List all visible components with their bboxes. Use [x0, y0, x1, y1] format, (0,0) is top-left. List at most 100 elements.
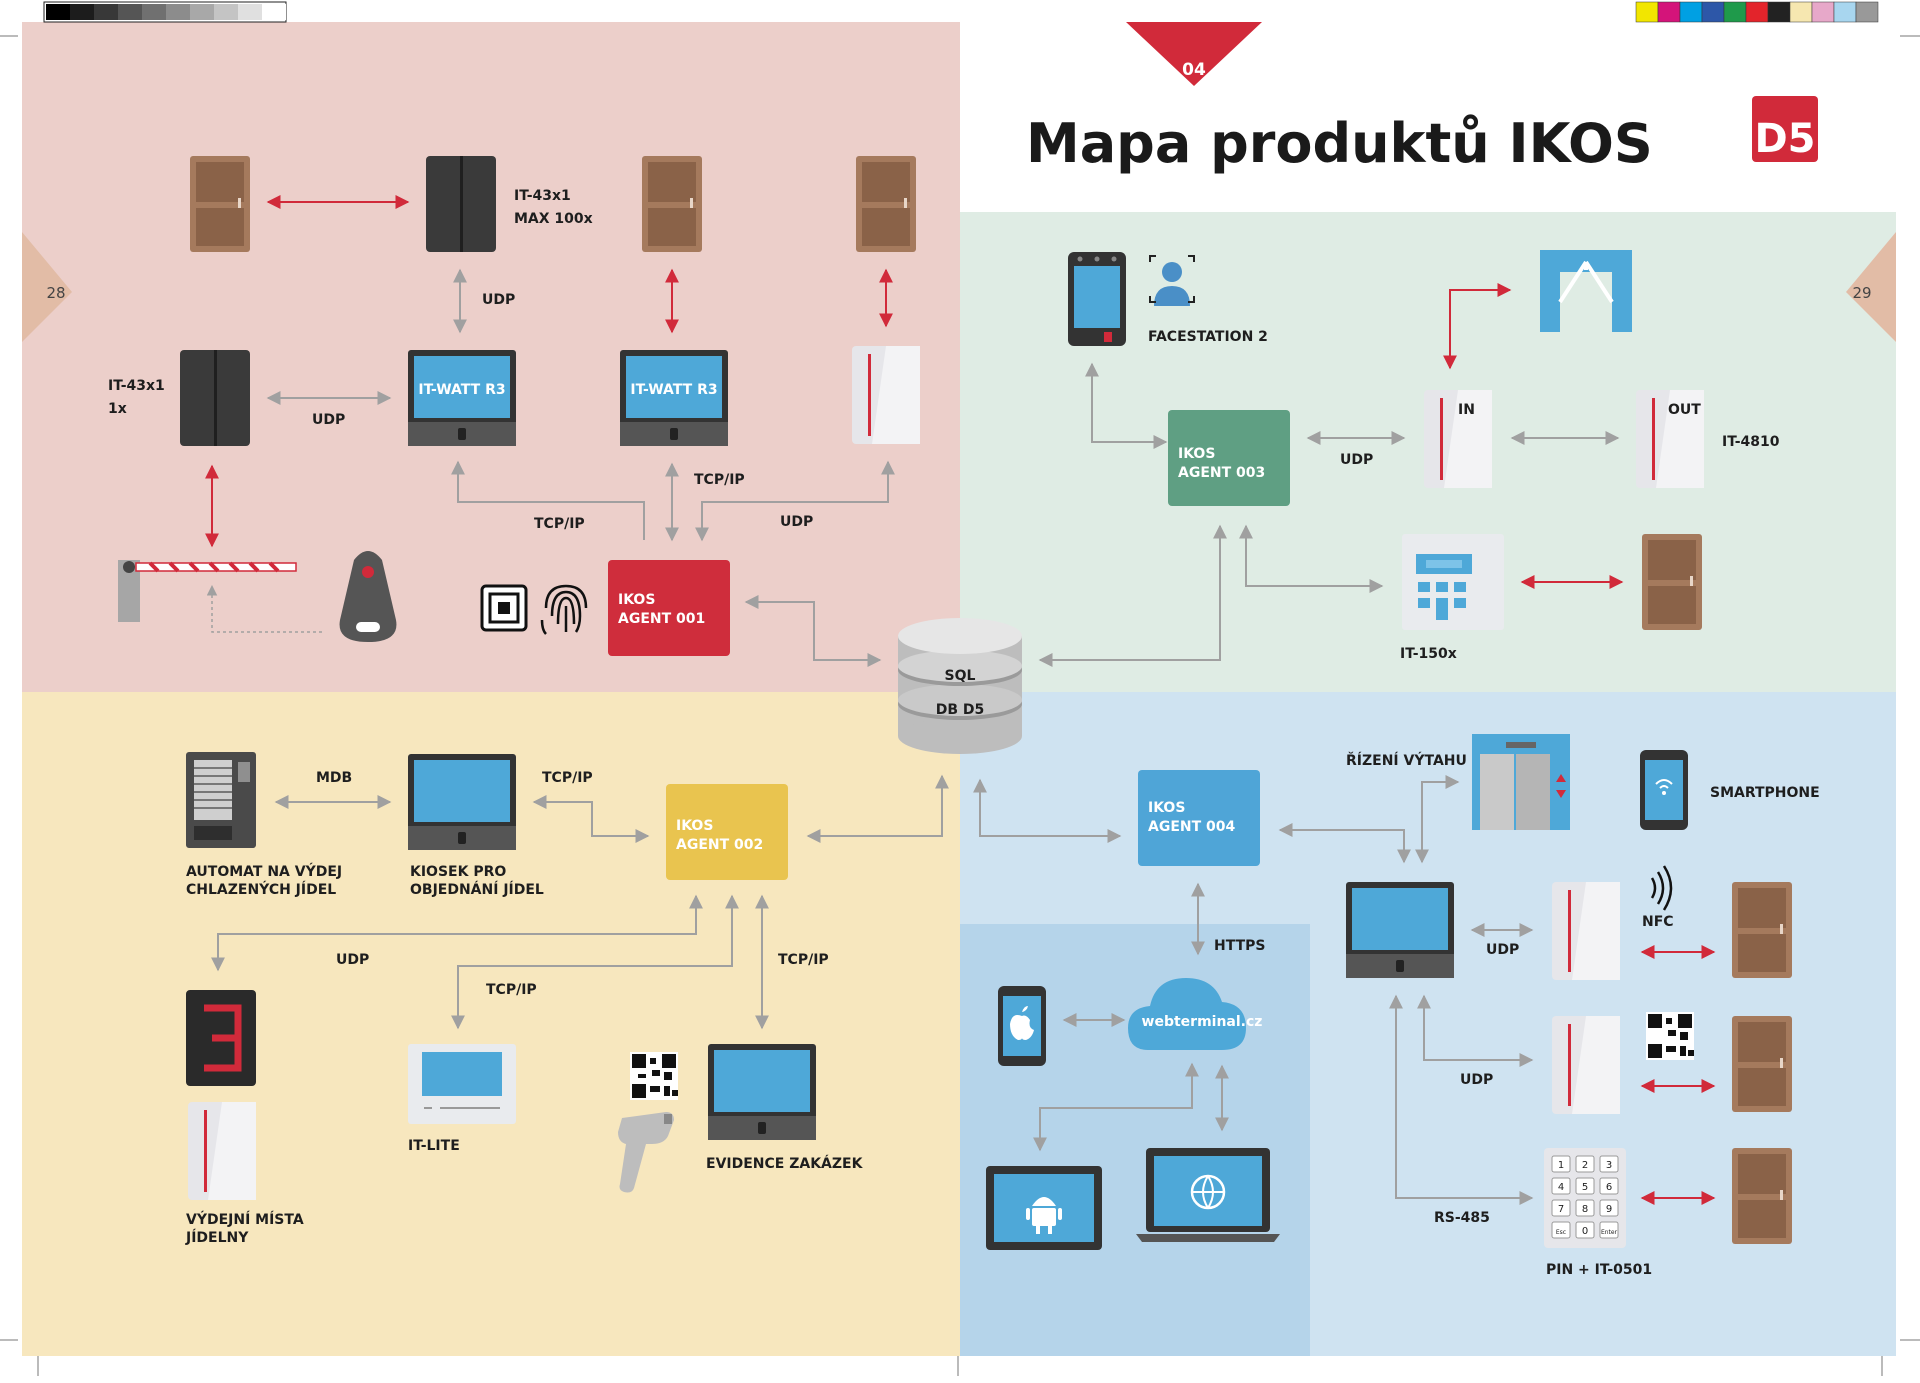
agent-001 [608, 560, 730, 656]
door-3 [856, 156, 916, 252]
keypad-key-label: 7 [1558, 1204, 1564, 1215]
barrier-gate [118, 560, 297, 622]
label-reader-in: IN [1458, 402, 1475, 418]
keypad-key [1551, 1155, 1571, 1173]
keypad-key [1575, 1155, 1595, 1173]
label-it43-max-2: MAX 100x [514, 211, 593, 227]
agent-002-line1: IKOS [676, 818, 713, 834]
kiosk-terminal [408, 754, 516, 850]
arrow-agent003-facestation [1085, 362, 1168, 449]
keypad-key-label: 4 [1558, 1182, 1564, 1193]
agent-002 [666, 784, 788, 880]
label-canteen-1: VÝDEJNÍ MÍSTA [186, 1210, 304, 1228]
page-title: Mapa produktů IKOS [1026, 112, 1653, 175]
label-facestation: FACESTATION 2 [1148, 329, 1268, 345]
reader-nfc [1552, 882, 1620, 980]
label-reader-out: OUT [1668, 402, 1701, 418]
terminal-itwatt-b [620, 350, 728, 446]
vending-machine [186, 752, 256, 848]
qr-code-icon [630, 1052, 678, 1100]
arrow-db-agent004 [973, 778, 1122, 843]
android-tablet-icon [986, 1166, 1102, 1250]
itlite-terminal [408, 1044, 516, 1124]
label-canteen-2: JÍDELNY [185, 1229, 249, 1246]
barcode-scanner-icon [618, 1112, 674, 1193]
keypad-key-label: Enter [1601, 1229, 1618, 1236]
orders-terminal [708, 1044, 816, 1140]
db-label-sql: SQL [945, 668, 976, 684]
keypad-key-label: 8 [1582, 1204, 1588, 1215]
conn-udp-5: UDP [336, 952, 369, 968]
label-it43-1x-2: 1x [108, 401, 127, 417]
arrow-db-agent003 [1038, 524, 1227, 667]
label-cloud: webterminal.cz [1142, 1014, 1263, 1030]
door-7 [1732, 1148, 1792, 1244]
label-kiosk-2: OBJEDNÁNÍ JÍDEL [410, 881, 544, 898]
conn-udp-1: UDP [482, 292, 515, 308]
keypad-key-label: 1 [1558, 1160, 1564, 1171]
arrow-in-turnstile [1443, 283, 1512, 370]
agent-003 [1168, 410, 1290, 506]
db-label-name: DB D5 [936, 702, 985, 718]
page-number-right: 29 [1852, 284, 1871, 302]
door-1 [190, 156, 250, 252]
agent-004-line1: IKOS [1148, 800, 1185, 816]
d5-logo-text: D5 [1754, 116, 1815, 162]
conn-udp-2: UDP [312, 412, 345, 428]
label-itwatt-a: IT-WATT R3 [418, 382, 505, 398]
database-icon [898, 618, 1022, 754]
keypad-key [1599, 1155, 1619, 1173]
print-grayscale-bar [43, 1, 287, 23]
label-pin: PIN + IT-0501 [1546, 1262, 1652, 1278]
conn-https: HTTPS [1214, 938, 1265, 954]
crop-marks [0, 35, 1920, 1376]
page-tab-right [1846, 232, 1896, 342]
keypad-key-label: 9 [1606, 1204, 1612, 1215]
arrow-agent003-it150 [1239, 524, 1384, 593]
iphone-icon [998, 986, 1046, 1066]
keypad-key [1599, 1177, 1619, 1195]
reader-white-top [852, 346, 920, 444]
keypad-key [1575, 1199, 1595, 1217]
arrow-agent002-db [806, 774, 949, 843]
conn-tcpip-2: TCP/IP [694, 472, 745, 488]
qr-code-icon-2 [1646, 1012, 1694, 1060]
agent-001-line1: IKOS [618, 592, 655, 608]
laptop-icon [1136, 1148, 1280, 1242]
terminal-itwatt-a [408, 350, 516, 446]
conn-rs485: RS-485 [1434, 1210, 1490, 1226]
label-smartphone: SMARTPHONE [1710, 785, 1820, 801]
reader-qr [1552, 1016, 1620, 1114]
card-reader-it43-1x [180, 350, 250, 446]
nfc-icon [1650, 865, 1673, 911]
keypad-key-label: 3 [1606, 1160, 1612, 1171]
remote-control-icon [339, 551, 397, 642]
facestation-device [1068, 252, 1126, 346]
conn-tcpip-3: TCP/IP [542, 770, 593, 786]
label-it4810: IT-4810 [1722, 434, 1780, 450]
keypad-key-label: 2 [1582, 1160, 1588, 1171]
arrow-terminal-elevator [1415, 775, 1460, 864]
keypad-key [1599, 1199, 1619, 1217]
keypad-key-label: Esc [1556, 1229, 1566, 1236]
main-terminal [1346, 882, 1454, 978]
agent-004 [1138, 770, 1260, 866]
conn-tcpip-1: TCP/IP [534, 516, 585, 532]
arrow-agent001-reader [695, 460, 895, 542]
elevator-icon [1472, 734, 1570, 830]
arrow-terminal-keypad [1389, 994, 1534, 1205]
conn-tcpip-5: TCP/IP [778, 952, 829, 968]
led-display [186, 990, 256, 1086]
label-itwatt-b: IT-WATT R3 [630, 382, 717, 398]
label-it43-max-1: IT-43x1 [514, 188, 571, 204]
label-kiosk-1: KIOSEK PRO [410, 864, 506, 880]
keypad-key [1551, 1199, 1571, 1217]
label-orders: EVIDENCE ZAKÁZEK [706, 1155, 864, 1172]
arrow-remote-barrier [206, 584, 322, 633]
section-flag [1126, 22, 1262, 86]
turnstile-gate-icon [1540, 250, 1632, 332]
keypad-key [1575, 1177, 1595, 1195]
label-vending-1: AUTOMAT NA VÝDEJ [186, 862, 342, 880]
it150-panel [1402, 534, 1504, 630]
